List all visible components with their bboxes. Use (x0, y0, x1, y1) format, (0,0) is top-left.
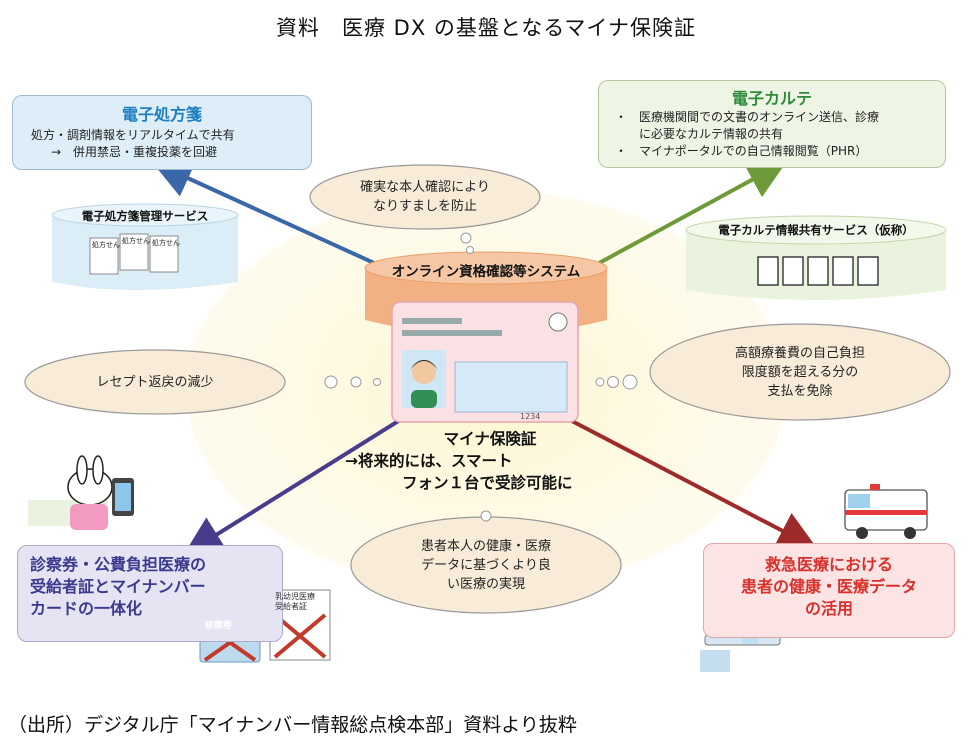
e-chart-service: 電子カルテ情報共有サービス（仮称） (718, 223, 914, 237)
sheet-label-3: 処方せん (152, 239, 180, 247)
page-title: 資料 医療 DX の基盤となるマイナ保険証 (275, 16, 697, 40)
cloud-data-text: 患者本人の健康・医療 データに基づくより良 い医療の実現 (380, 537, 592, 594)
e-prescription-heading: 電子処方箋 (121, 105, 202, 124)
cloud-data-line-2: データに基づくより良 (421, 558, 551, 573)
integration-line-3: カードの一体化 (30, 599, 143, 618)
emergency-box: 救急医療における 患者の健康・医療データ の活用 (703, 543, 955, 638)
cloud-cost-line-1: 高額療養費の自己負担 (734, 346, 865, 361)
emergency-line-3: の活用 (804, 599, 853, 618)
cloud-identity-line-2: なりすましを防止 (372, 199, 477, 214)
cloud-data (350, 510, 622, 614)
document-icons (757, 256, 879, 286)
source-note: （出所）デジタル庁「マイナンバー情報総点検本部」資料より抜粋 (8, 714, 577, 736)
emergency-line-1: 救急医療における (764, 555, 893, 574)
integration-box: 診察券・公費負担医療の 受給者証とマイナンバー カードの一体化 (17, 545, 283, 642)
card-label: マイナ保険証 (443, 430, 537, 448)
system-label: オンライン資格確認等システム (391, 264, 581, 280)
e-prescription-line-1: 処方・調剤情報をリアルタイムで共有 (31, 128, 235, 142)
cloud-identity-text: 確実な本人確認により なりすましを防止 (330, 178, 520, 216)
cloud-cost (595, 323, 951, 421)
card-number: 1234 (520, 412, 541, 421)
e-chart-heading: 電子カルテ (731, 89, 812, 108)
arrow-to-e-chart (589, 160, 788, 270)
sheet-label-2: 処方せん (122, 237, 150, 245)
cloud-cost-text: 高額療養費の自己負担 限度額を超える分の 支払を免除 (675, 344, 925, 401)
cloud-identity-line-1: 確実な本人確認により (360, 180, 490, 195)
e-chart-line-3: ・ マイナポータルでの自己情報閲覧（PHR） (615, 144, 868, 158)
emergency-line-2: 患者の健康・医療データ (740, 577, 917, 596)
cloud-cost-line-3: 支払を免除 (767, 384, 833, 399)
cloud-receipt (24, 349, 381, 415)
e-chart-box: 電子カルテ ・ 医療機関間での文書のオンライン送信、診療 に必要なカルテ情報の共… (598, 80, 946, 168)
ambulance-icon (844, 484, 928, 539)
integration-line-2: 受給者証とマイナンバー (30, 577, 206, 596)
integration-line-1: 診察券・公費負担医療の (30, 555, 207, 574)
cloud-identity (309, 164, 541, 254)
arrow-to-e-prescription (151, 160, 386, 270)
e-prescription-line-2: → 併用禁忌・重複投薬を回避 (51, 145, 218, 159)
e-chart-line-1: ・ 医療機関間での文書のオンライン送信、診療 (615, 110, 880, 124)
cloud-data-line-3: い医療の実現 (446, 577, 525, 592)
card2-label: 乳幼児医療 受給者証 (275, 592, 315, 612)
e-chart-database (685, 215, 947, 300)
mascot-rabbit-icon (28, 455, 134, 530)
e-chart-line-2: に必要なカルテ情報の共有 (615, 127, 784, 141)
cloud-data-line-1: 患者本人の健康・医療 (420, 539, 551, 554)
cloud-receipt-text: レセプト返戻の減少 (96, 375, 214, 390)
e-prescription-database (51, 203, 239, 290)
sheet-label-1: 処方せん (92, 241, 120, 249)
arrow-to-integration (183, 418, 402, 556)
e-prescription-box: 電子処方箋 処方・調剤情報をリアルタイムで共有 → 併用禁忌・重複投薬を回避 (12, 95, 312, 170)
mynumber-card (391, 301, 579, 423)
card2-line-2: 受給者証 (275, 602, 307, 611)
card2-line-1: 乳幼児医療 (275, 592, 315, 601)
card-sub-2: フォン１台で受診可能に (402, 474, 573, 492)
card-sub-1: →将来的には、スマート (345, 452, 513, 470)
e-prescription-service: 電子処方箋管理サービス (81, 209, 209, 223)
arrow-to-emergency (569, 418, 818, 550)
cloud-cost-line-2: 限度額を超える分の (741, 365, 859, 380)
card1-label: 診察券 (205, 621, 233, 631)
